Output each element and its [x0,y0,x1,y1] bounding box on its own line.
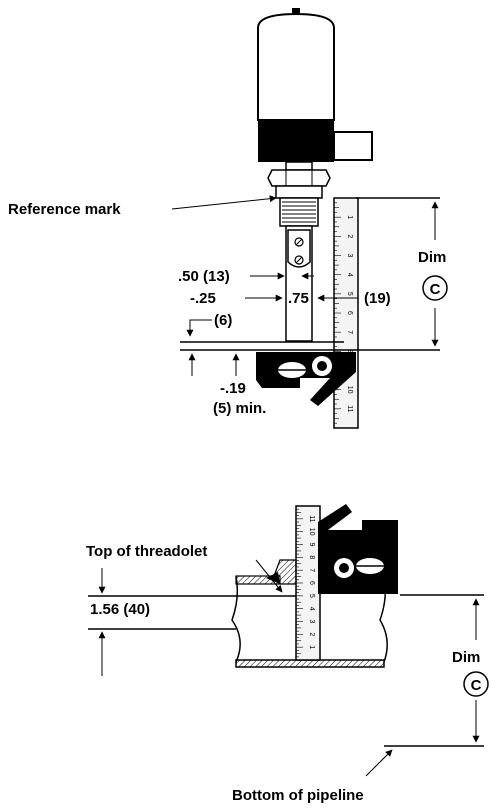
dim-075-label: .75 [288,290,309,307]
ruler-number: 4 [346,273,353,277]
ruler-number: 4 [308,607,315,611]
top-of-threadolet-label: Top of threadolet [86,543,207,560]
ruler-number: 8 [346,349,353,353]
ruler-number: 3 [346,254,353,258]
ruler-number: 5 [308,594,315,598]
bottom-of-pipeline-arrow [365,749,393,777]
ruler-number: 8 [308,555,315,559]
square-head-top [256,352,356,406]
square-head-bottom [318,504,398,594]
top-of-threadolet-arrow [255,559,283,593]
ruler-number: 9 [308,543,315,547]
dim-6-label: (6) [214,312,232,329]
dim-050-label: .50 (13) [178,268,230,285]
ruler-number: 1 [308,645,315,649]
dim-c-symbol-top: C [430,281,441,298]
dim-label-top: Dim [418,249,446,266]
ruler-number: 5 [346,292,353,296]
ruler-bottom-ticks: 1 2 3 4 5 6 7 8 9 10 11 [296,505,315,661]
ruler-number: 6 [346,311,353,315]
ruler-number: 1 [346,215,353,219]
ruler-number: 3 [308,620,315,624]
dim-19-label: (19) [364,290,391,307]
ruler-number: 7 [308,568,315,572]
reference-mark-arrow [171,195,277,210]
dim-156-label: 1.56 (40) [90,601,150,618]
ruler-bottom: 1 2 3 4 5 6 7 8 9 10 11 [295,505,321,661]
dim-c-circle-bottom [463,671,489,697]
ruler-number: 10 [346,386,353,394]
ruler-number: 2 [308,632,315,636]
dim-5min-label: (5) min. [213,400,266,417]
ruler-number: 2 [346,234,353,238]
ruler-number: 7 [346,330,353,334]
ruler-number: 11 [346,405,353,412]
ruler-number: 6 [308,581,315,585]
bottom-of-pipeline-label: Bottom of pipeline [232,787,364,804]
bottom-diagram: 1 2 3 4 5 6 7 8 9 10 11 Top of threadolet 1.56 (40… [86,504,489,804]
dim-c-symbol-bottom: C [471,677,482,694]
dim-019-label: -.19 [220,380,246,397]
dim-025-label: -.25 [190,290,216,307]
dim-6-leader [186,319,212,337]
ruler-number: 10 [308,528,315,536]
dim-label-bottom: Dim [452,649,480,666]
reference-mark-label: Reference mark [8,201,121,218]
instrument-housing [257,8,373,342]
ruler-number: 11 [308,515,315,522]
dim-c-circle-top [422,275,448,301]
